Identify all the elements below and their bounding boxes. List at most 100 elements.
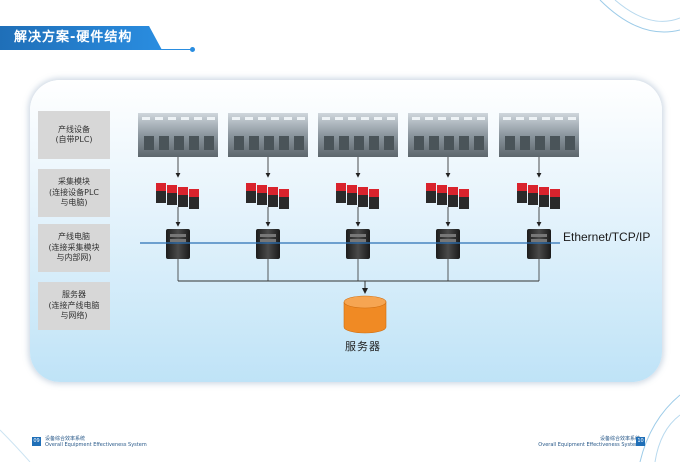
factory-light <box>232 117 240 120</box>
factory-machine <box>279 136 289 150</box>
factory-machine <box>520 136 530 150</box>
module-red <box>257 185 267 193</box>
pc-tower-icon <box>166 229 190 259</box>
factory-light <box>284 117 292 120</box>
factory-machine <box>444 136 454 150</box>
module-red <box>347 185 357 193</box>
factory-machine <box>174 136 184 150</box>
module-red <box>459 189 469 197</box>
module-red <box>448 187 458 195</box>
factory-light <box>361 117 369 120</box>
module-red <box>189 189 199 197</box>
module-red <box>167 185 177 193</box>
factory-light <box>322 117 330 120</box>
factory-light <box>529 117 537 120</box>
factory-machine <box>324 136 334 150</box>
module-body <box>156 183 166 203</box>
factory-light <box>555 117 563 120</box>
module-red <box>279 189 289 197</box>
factory-machine <box>354 136 364 150</box>
module-red <box>336 183 346 191</box>
factory-machine <box>204 136 214 150</box>
page-number-right: 10 <box>636 437 645 446</box>
pc-tower-icon <box>256 229 280 259</box>
module-body <box>550 189 560 209</box>
row-label-line-computer: 产线电脑(连接采集模块与内部网) <box>38 224 110 272</box>
module-body <box>369 189 379 209</box>
module-body <box>336 183 346 203</box>
module-body <box>539 187 549 207</box>
row-label-line-equipment: 产线设备(自带PLC) <box>38 111 110 159</box>
factory-light <box>207 117 215 120</box>
factory-machine <box>474 136 484 150</box>
title-dot <box>190 47 195 52</box>
column-1 <box>138 113 218 281</box>
factory-machine <box>189 136 199 150</box>
factory-light <box>142 117 150 120</box>
factory-machine <box>264 136 274 150</box>
module-body <box>347 185 357 205</box>
page-title: 解决方案-硬件结构 <box>0 26 162 50</box>
module-body <box>189 189 199 209</box>
module-body <box>257 185 267 205</box>
factory-machine <box>550 136 560 150</box>
pc-drive <box>170 239 186 242</box>
factory-light <box>503 117 511 120</box>
factory-machine <box>459 136 469 150</box>
module-body <box>459 189 469 209</box>
row-label-server: 服务器(连接产线电脑与网络) <box>38 282 110 330</box>
title-underline <box>150 49 192 50</box>
module-body <box>167 185 177 205</box>
factory-light <box>516 117 524 120</box>
column-5 <box>499 113 579 281</box>
module-body <box>528 185 538 205</box>
factory-light <box>168 117 176 120</box>
module-body <box>358 187 368 207</box>
module-red <box>539 187 549 195</box>
factory-light <box>335 117 343 120</box>
database-icon <box>343 295 387 334</box>
module-red <box>156 183 166 191</box>
factory-machine <box>384 136 394 150</box>
module-body <box>279 189 289 209</box>
factory-light <box>155 117 163 120</box>
factory-machine <box>429 136 439 150</box>
pc-drive <box>350 239 366 242</box>
pc-drive <box>531 239 547 242</box>
factory-machine <box>369 136 379 150</box>
module-red <box>426 183 436 191</box>
factory-machine <box>535 136 545 150</box>
module-red <box>178 187 188 195</box>
factory-light <box>181 117 189 120</box>
pc-drive <box>260 239 276 242</box>
factory-light <box>245 117 253 120</box>
module-red <box>437 185 447 193</box>
module-red <box>517 183 527 191</box>
module-red <box>268 187 278 195</box>
factory-light <box>464 117 472 120</box>
pc-tower-icon <box>436 229 460 259</box>
module-body <box>437 185 447 205</box>
module-body <box>246 183 256 203</box>
pc-drive <box>440 239 456 242</box>
pc-drive <box>531 234 547 237</box>
module-red <box>246 183 256 191</box>
database-label: 服务器 <box>345 340 381 353</box>
factory-machine <box>159 136 169 150</box>
pc-drive <box>260 234 276 237</box>
factory-light <box>258 117 266 120</box>
module-body <box>517 183 527 203</box>
pc-tower-icon <box>527 229 551 259</box>
factory-machine <box>234 136 244 150</box>
factory-light <box>348 117 356 120</box>
module-body <box>178 187 188 207</box>
factory-light <box>451 117 459 120</box>
factory-machine <box>339 136 349 150</box>
module-red <box>358 187 368 195</box>
module-red <box>550 189 560 197</box>
module-body <box>448 187 458 207</box>
